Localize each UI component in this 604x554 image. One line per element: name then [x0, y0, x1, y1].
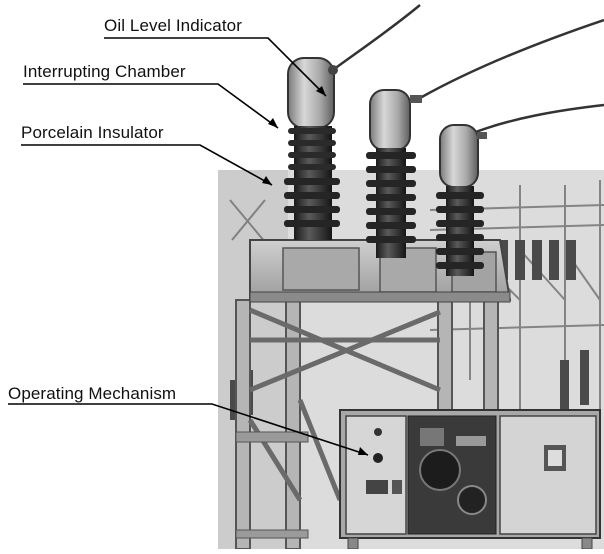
oil-level-indicator-label: Oil Level Indicator: [104, 16, 242, 35]
leader-oil-level-indicator: [104, 37, 327, 97]
leader-interrupting-chamber: [23, 83, 279, 129]
arrow-operating-mechanism: [358, 447, 368, 455]
leader-operating-mechanism: [8, 403, 369, 456]
pole-left: [284, 57, 340, 240]
leader-porcelain-insulator: [21, 144, 273, 186]
operating-mechanism-cabinet: [339, 409, 601, 539]
interrupting-chamber-label: Interrupting Chamber: [23, 62, 186, 81]
arrow-oil-level-indicator: [316, 86, 326, 96]
callout-leaders: [8, 37, 369, 456]
pole-right: [436, 124, 487, 276]
porcelain-insulator-label: Porcelain Insulator: [21, 123, 164, 142]
arrow-porcelain-insulator: [262, 176, 272, 185]
operating-mechanism-label: Operating Mechanism: [8, 384, 177, 403]
overhead-cables: [329, 4, 604, 137]
arrow-interrupting-chamber: [268, 118, 278, 128]
pole-middle: [366, 89, 422, 258]
